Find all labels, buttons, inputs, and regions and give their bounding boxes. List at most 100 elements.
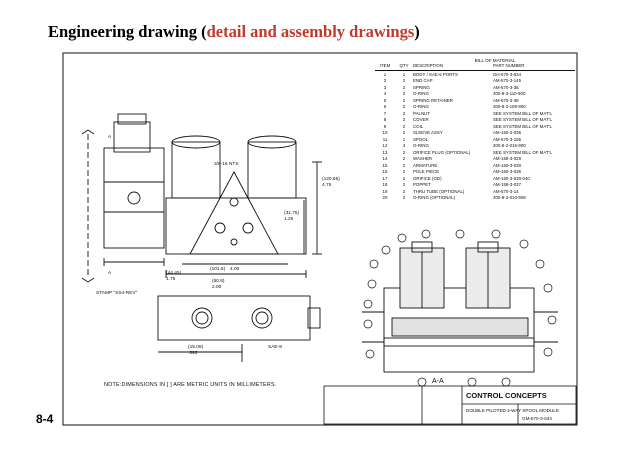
dim-height-in: 4.75	[322, 182, 332, 188]
front-view	[165, 135, 322, 278]
bom-col-item: ITEM	[379, 63, 391, 68]
bom-part-number: AM-570-3-36	[493, 84, 519, 90]
bom-description: O-RING (OPTIONAL)	[413, 195, 456, 200]
bom-qty: 2	[402, 175, 406, 181]
dim-height-mm: (120.65)	[322, 176, 340, 182]
bom-qty: 2	[402, 78, 406, 83]
dim-left-mm: (44.45)	[166, 270, 182, 276]
bom-col-description: DESCRIPTION	[413, 63, 444, 68]
bom-qty: 2	[402, 91, 406, 96]
bom-qty: 2	[402, 149, 406, 155]
bom-description: END CAP	[413, 78, 433, 83]
dim-side-in: 1.25	[284, 216, 294, 222]
bom-part-number: AM-159-3-029	[493, 156, 522, 161]
bom-description: ARMATURE	[413, 162, 438, 168]
bom-part-number: SEE SYSTEM BILL OF MAT'L	[493, 149, 552, 155]
section-assembly	[362, 241, 558, 373]
bom-part-number: GH-570-3-534	[493, 71, 522, 77]
bom-item: 10	[382, 130, 388, 135]
bom-row: 14 2 WASHER AM-159-3-029	[375, 156, 575, 163]
bom-item: 20	[382, 195, 388, 200]
bom-part-number: AM-160-2-036	[493, 130, 522, 135]
bom-item: 11	[382, 136, 388, 142]
dim-mid-in: 2.00	[212, 284, 222, 290]
bom-qty: 2	[402, 84, 406, 90]
dim-mid-mm: (50.8)	[212, 278, 225, 284]
bom-qty: 2	[402, 195, 406, 200]
bom-item: 1	[383, 71, 387, 77]
bom-part-number: SEE SYSTEM BILL OF MAT'L	[493, 123, 552, 129]
title-suffix: )	[414, 22, 420, 41]
bom-description: PALNUT	[413, 110, 430, 116]
bom-item: 8	[383, 117, 387, 122]
side-view	[81, 113, 165, 283]
bom-description: POLE PIECE	[413, 169, 440, 174]
bom-qty: 2	[402, 182, 406, 187]
title-prefix: Engineering drawing (	[48, 22, 207, 41]
bom-description: SLEEVE ASSY	[413, 130, 443, 135]
dimension-note: NOTE:DIMENSIONS IN [ ] ARE METRIC UNITS …	[104, 382, 277, 388]
title-block	[323, 385, 577, 425]
bom-row: 2 2 END CAP AM-570-3-145	[375, 78, 575, 85]
bom-part-number: 300-8-2-109-900	[493, 104, 526, 109]
bom-qty: 2	[402, 104, 406, 109]
bom-qty: 2	[402, 110, 406, 116]
bom-description: SPRING RETAINER	[413, 97, 453, 103]
bom-description: SPOOL	[413, 136, 429, 142]
bom-part-number: AM-570-3-38	[493, 97, 519, 103]
bom-description: POPPET	[413, 182, 431, 187]
bom-qty: 4	[402, 143, 406, 148]
bom-description: ORIFICE (OD)	[413, 175, 442, 181]
bom-description: BODY / SAE-6 PORTS	[413, 71, 458, 77]
bom-part-number: AM-570-3-155	[493, 136, 522, 142]
bom-part-number: AM-160-3-030	[493, 162, 522, 168]
bom-part-number: AM-159-3-037	[493, 182, 522, 187]
page-number: 8-4	[36, 412, 54, 426]
section-label: A-A	[432, 378, 444, 385]
bottom-view	[157, 295, 321, 362]
bom-item: 3	[383, 84, 387, 90]
bom-item: 2	[383, 78, 387, 83]
bom-qty: 1	[402, 136, 406, 142]
bom-description: ORIFICE PLUG (OPTIONAL)	[413, 149, 471, 155]
sae-callout: SAE-8	[268, 344, 282, 350]
bom-description: THRU TUBE (OPTIONAL)	[413, 188, 465, 194]
bom-description: WASHER	[413, 156, 433, 161]
bom-item: 12	[382, 143, 388, 148]
bom-heading: BILL OF MATERIAL	[474, 58, 516, 63]
bom-description: O-RING	[413, 91, 429, 96]
drawing-number: GM-570-3-534	[522, 416, 552, 421]
bom-qty: 2	[402, 123, 406, 129]
bom-item: 5	[383, 97, 387, 103]
bom-part-number: AM-570-3-145	[493, 78, 522, 83]
bom-qty: 2	[402, 188, 406, 194]
bom-qty: 2	[402, 117, 406, 122]
bom-item: 9	[383, 123, 387, 129]
bom-description: COIL	[413, 123, 424, 129]
bom-row: 9 2 COIL SEE SYSTEM BILL OF MAT'L	[375, 124, 575, 131]
bom-qty: 2	[402, 156, 406, 161]
bom-item: 14	[382, 156, 388, 161]
bom-description: COVER	[413, 117, 429, 122]
bom-item: 17	[382, 175, 388, 181]
bom-col-part-number: PART NUMBER	[493, 63, 525, 68]
bom-part-number: AM-570-3-14	[493, 188, 519, 194]
bom-item: 16	[382, 169, 388, 174]
bom-description: O-RING	[413, 143, 429, 148]
